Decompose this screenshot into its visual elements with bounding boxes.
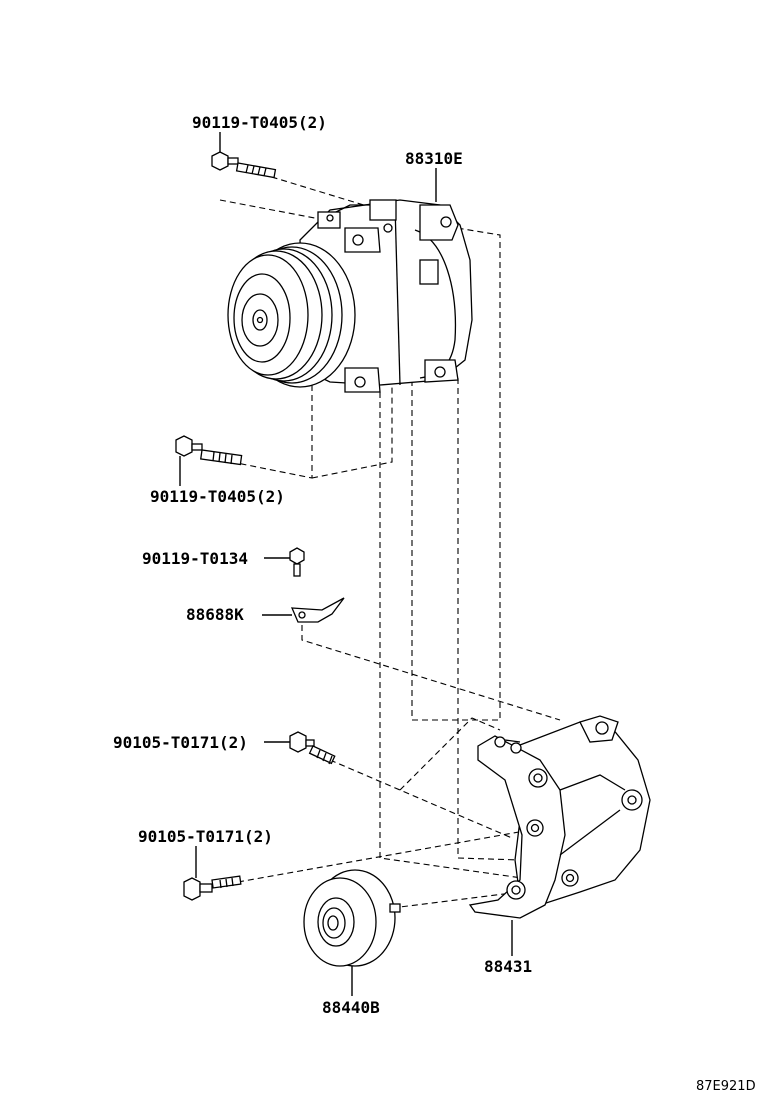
bolt-small — [289, 547, 305, 577]
leader-lines — [179, 132, 513, 996]
bolt-top — [211, 151, 277, 179]
bolt-middle — [175, 435, 243, 466]
label-bolt-lower-left: 90105-T0171(2) — [138, 827, 273, 846]
label-bolt-small: 90119-T0134 — [142, 549, 248, 568]
label-bolt-middle: 90119-T0405(2) — [150, 487, 285, 506]
bolt-upper-right — [289, 731, 336, 765]
label-idler-pulley: 88440B — [322, 998, 380, 1017]
bracket — [468, 715, 651, 919]
compressor — [227, 199, 473, 393]
diagram-code: 87E921D — [696, 1079, 756, 1094]
bolt-lower-left — [183, 875, 242, 901]
label-bolt-top: 90119-T0405(2) — [192, 113, 327, 132]
label-compressor: 88310E — [405, 149, 463, 168]
idler-pulley — [303, 869, 401, 967]
label-bracket-plate: 88688K — [186, 605, 244, 624]
bracket-plate — [290, 597, 345, 623]
label-bolt-upper-right: 90105-T0171(2) — [113, 733, 248, 752]
assembly-guide-lines — [219, 173, 561, 909]
label-bracket: 88431 — [484, 957, 533, 976]
